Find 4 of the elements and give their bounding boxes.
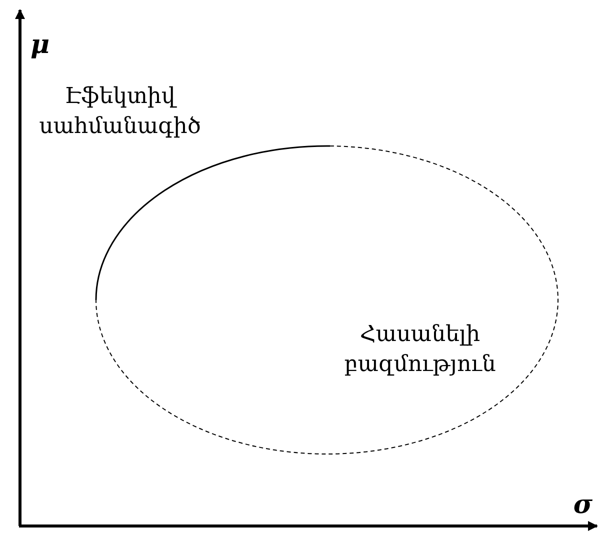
axis-label: σ xyxy=(572,490,594,520)
axis-label: μ xyxy=(29,30,51,60)
region-label: Հասանելի բազմություն xyxy=(343,321,497,379)
frontier-label: Էֆեկտիվ սահմանագիծ xyxy=(38,83,202,141)
